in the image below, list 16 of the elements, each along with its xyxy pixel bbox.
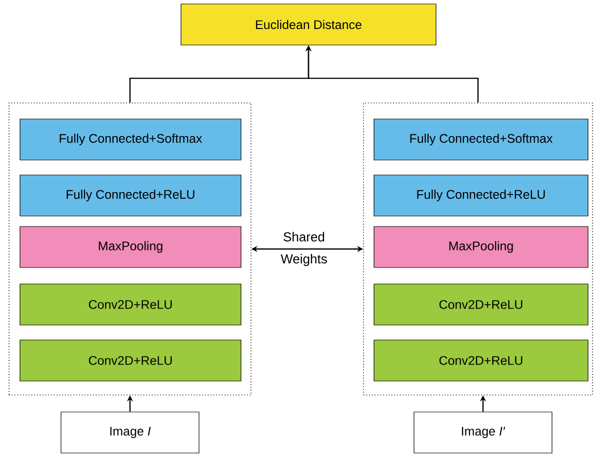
edge-label: Shared Weights (280, 232, 327, 266)
layer-box: Fully Connected+ReLU (374, 174, 588, 216)
layer-box: Conv2D+ReLU (20, 340, 242, 382)
layer-box: Fully Connected+Softmax (374, 118, 588, 160)
layer-box: Fully Connected+ReLU (20, 174, 242, 216)
dotted-frame (8, 102, 252, 396)
dotted-frame (363, 102, 593, 396)
layer-box: Conv2D+ReLU (374, 284, 588, 326)
layer-box: Fully Connected+Softmax (20, 118, 242, 160)
layer-box: MaxPooling (374, 226, 588, 268)
input-box: Image I′ (414, 412, 552, 454)
layer-box: MaxPooling (20, 226, 242, 268)
output-box: Euclidean Distance (180, 4, 436, 46)
input-box: Image I (60, 412, 200, 454)
layer-box: Conv2D+ReLU (374, 340, 588, 382)
layer-box: Conv2D+ReLU (20, 284, 242, 326)
